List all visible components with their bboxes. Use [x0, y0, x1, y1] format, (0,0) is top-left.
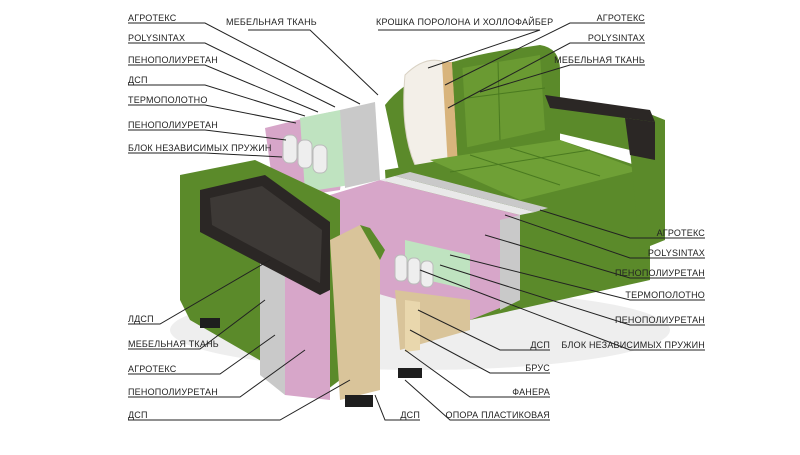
label-springs-top-left: БЛОК НЕЗАВИСИМЫХ ПРУЖИН	[128, 143, 272, 153]
label-plastic-foot: ОПОРА ПЛАСТИКОВАЯ	[445, 410, 550, 420]
label-thermo-right: ТЕРМОПОЛОТНО	[625, 290, 705, 300]
label-ldsp: ЛДСП	[128, 314, 154, 324]
label-fabric-top: МЕБЕЛЬНАЯ ТКАНЬ	[226, 17, 317, 27]
seat-springs	[394, 254, 434, 288]
label-thermo-top-left: ТЕРМОПОЛОТНО	[128, 95, 208, 105]
right-armrest-front	[625, 118, 655, 160]
label-fabric-bottom-left: МЕБЕЛЬНАЯ ТКАНЬ	[128, 339, 219, 349]
back-cushion-fabric	[452, 60, 468, 165]
label-dsp-top-left: ДСП	[128, 75, 148, 85]
label-foam-top-left: ПЕНОПОЛИУРЕТАН	[128, 55, 218, 65]
label-beam: БРУС	[525, 363, 550, 373]
label-agrotex-right: АГРОТЕКС	[656, 228, 705, 238]
label-springs-right: БЛОК НЕЗАВИСИМЫХ ПРУЖИН	[561, 340, 705, 350]
label-dsp-bottom-2: ДСП	[400, 410, 420, 420]
label-agrotex-top-left: АГРОТЕКС	[128, 13, 177, 23]
backrest-cushion	[450, 55, 545, 150]
label-dsp-bottom-left: ДСП	[128, 410, 148, 420]
left-armrest-shelf-inner	[210, 186, 322, 283]
label-agrotex-bottom-left: АГРОТЕКС	[128, 364, 177, 374]
label-foam-right: ПЕНОПОЛИУРЕТАН	[615, 268, 705, 278]
seat-side-agrotex	[500, 215, 520, 310]
label-polysintax-top-right: POLYSINTAX	[587, 33, 645, 43]
seat-polysintax	[380, 176, 535, 215]
plastic-foot-middle	[398, 368, 422, 378]
left-armrest-dsp	[330, 225, 380, 400]
label-foam2-right: ПЕНОПОЛИУРЕТАН	[615, 315, 705, 325]
leader-lines	[128, 22, 705, 421]
plastic-foot-left	[200, 318, 220, 328]
seat-agrotex	[395, 172, 548, 212]
back-cushion-layer	[442, 62, 458, 168]
label-dsp-bottom: ДСП	[530, 340, 550, 350]
label-polysintax-right: POLYSINTAX	[647, 248, 705, 258]
plastic-foot-front	[345, 395, 373, 407]
left-armrest-agrotex	[260, 235, 285, 395]
label-foam-bottom-left: ПЕНОПОЛИУРЕТАН	[128, 387, 218, 397]
arm-agrotex	[340, 102, 380, 188]
label-polysintax-top-left: POLYSINTAX	[128, 33, 186, 43]
label-plywood: ФАНЕРА	[512, 387, 550, 397]
label-fabric-top-right: МЕБЕЛЬНАЯ ТКАНЬ	[554, 55, 645, 65]
label-foam2-top-left: ПЕНОПОЛИУРЕТАН	[128, 120, 218, 130]
seat-top	[430, 140, 640, 200]
frame-beam	[405, 300, 420, 352]
right-armrest-top	[545, 95, 655, 122]
label-crumb-filling: КРОШКА ПОРОЛОНА И ХОЛЛОФАЙБЕР	[376, 17, 554, 27]
arm-springs	[282, 134, 328, 174]
label-agrotex-top-right: АГРОТЕКС	[596, 13, 645, 23]
left-armrest-fabric-edge	[360, 225, 385, 260]
